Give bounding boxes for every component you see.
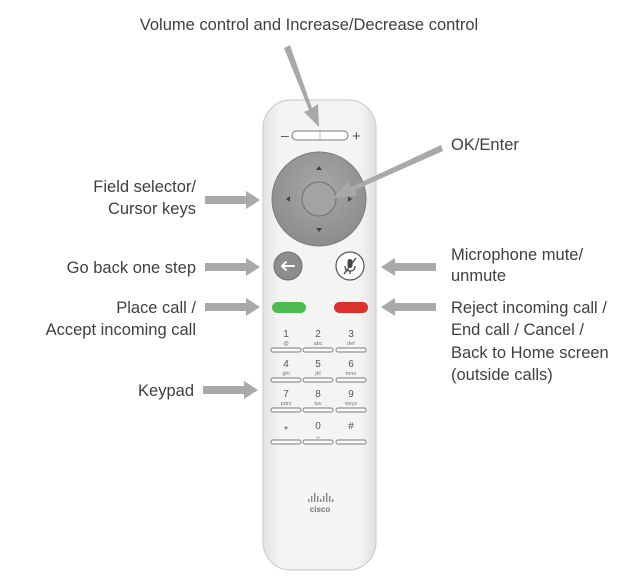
keypad-key-bar[interactable] (302, 407, 334, 413)
arrow-volume (284, 45, 319, 127)
keypad-key[interactable]: * (270, 425, 302, 445)
cisco-bar (329, 496, 331, 502)
keypad-key-bar[interactable] (335, 407, 367, 413)
keypad-key-digit: 7 (283, 389, 289, 400)
keypad-key-digit: 6 (348, 359, 354, 370)
keypad-key-bar[interactable] (335, 439, 367, 445)
arrow-place-call (205, 298, 260, 316)
label-field-selector: Field selector/ (93, 178, 196, 196)
cisco-bar (323, 496, 325, 502)
keypad-key-letters: wxyz (344, 401, 357, 407)
keypad-key-bar[interactable] (302, 347, 334, 353)
label-reject-call: Reject incoming call / (451, 299, 607, 317)
arrow-ok (333, 145, 443, 198)
dpad-down-icon[interactable] (316, 228, 322, 232)
keypad-key-digit: 1 (283, 329, 289, 340)
keypad-key-digit: * (284, 425, 288, 436)
volume-minus-icon: – (281, 127, 289, 143)
call-button[interactable] (272, 302, 306, 313)
brand-text: cisco (310, 505, 331, 514)
keypad-key-letters: ghi (282, 371, 289, 377)
label-home-screen: Back to Home screen (451, 344, 609, 362)
keypad-key-bar[interactable] (335, 377, 367, 383)
back-arrow-icon (281, 261, 295, 271)
dpad-right-icon[interactable] (348, 196, 352, 202)
keypad-key-bar[interactable] (270, 377, 302, 383)
microphone-muted-icon (343, 257, 357, 275)
label-end-call: End call / Cancel / (451, 321, 584, 339)
label-keypad: Keypad (138, 382, 194, 400)
label-mic-mute: Microphone mute/ (451, 246, 583, 264)
keypad-key-digit: 2 (315, 329, 321, 340)
dpad[interactable] (271, 151, 367, 247)
arrow-mic-mute (381, 258, 436, 276)
keypad-key-bar[interactable] (270, 439, 302, 445)
mic-mute-button[interactable] (335, 251, 365, 281)
keypad-key-digit: 5 (315, 359, 321, 370)
keypad-key-bar[interactable] (270, 407, 302, 413)
keypad-key-digit: 8 (315, 389, 321, 400)
keypad-key-digit: 3 (348, 329, 354, 340)
ok-button[interactable] (301, 181, 337, 217)
cisco-bar (320, 499, 322, 502)
arrow-go-back (205, 258, 260, 276)
dpad-up-icon[interactable] (316, 166, 322, 170)
cisco-bar (311, 496, 313, 502)
label-go-back: Go back one step (67, 259, 196, 277)
keypad-key-letters: tuv (314, 401, 322, 407)
label-ok-enter: OK/Enter (451, 136, 519, 154)
cisco-bar (314, 493, 316, 502)
keypad-key-bar[interactable] (302, 377, 334, 383)
arrow-reject (381, 298, 436, 316)
keypad-key-bar[interactable] (270, 347, 302, 353)
keypad-key-digit: 4 (283, 359, 289, 370)
cisco-bar (308, 499, 310, 502)
keypad-key-letters: pqrs (281, 401, 292, 407)
label-place-call: Place call / (116, 299, 196, 317)
keypad-key-bar[interactable] (302, 439, 334, 445)
back-button[interactable] (273, 251, 303, 281)
keypad-key[interactable]: 0␣ (302, 421, 334, 445)
keypad-key-digit: 9 (348, 389, 354, 400)
cisco-bar (326, 493, 328, 502)
label-cursor-keys: Cursor keys (108, 200, 196, 218)
dpad-left-icon[interactable] (286, 196, 290, 202)
cisco-bar (332, 499, 334, 502)
keypad-key-letters: mno (346, 371, 357, 377)
keypad-key-letters: abc (314, 341, 323, 347)
label-outside-calls: (outside calls) (451, 366, 553, 384)
keypad-key-letters: ␣ (316, 433, 320, 439)
reject-button[interactable] (334, 302, 368, 313)
keypad-key-letters: jkl (314, 371, 320, 377)
cisco-logo-icon: cisco (308, 493, 334, 514)
keypad-key-digit: # (348, 421, 354, 432)
keypad-key[interactable]: 1@ (270, 329, 302, 353)
label-volume: Volume control and Increase/Decrease con… (140, 16, 478, 34)
keypad-key-bar[interactable] (335, 347, 367, 353)
arrow-field-selector (205, 191, 260, 209)
label-unmute: unmute (451, 267, 506, 285)
keypad-key-letters: def (347, 341, 355, 347)
keypad-key-letters: @ (283, 341, 289, 347)
volume-plus-icon: + (352, 128, 361, 145)
volume-rocker[interactable]: – + (281, 127, 361, 145)
keypad-key[interactable]: # (335, 421, 367, 445)
keypad-key-digit: 0 (315, 421, 321, 432)
label-accept-call: Accept incoming call (46, 321, 196, 339)
arrow-keypad (203, 381, 258, 399)
cisco-bar (317, 496, 319, 502)
